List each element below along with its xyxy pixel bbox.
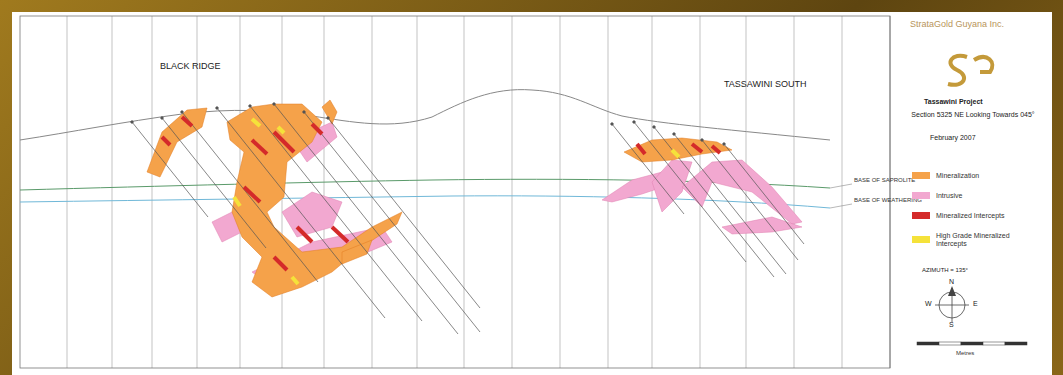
scale-bar — [939, 342, 961, 345]
sheet: StrataGold Guyana Inc. BLACK RIDGE TASSAWI… — [12, 12, 1052, 375]
grid-line — [842, 16, 843, 368]
collar — [653, 126, 656, 129]
company-title: StrataGold Guyana Inc. — [910, 20, 1004, 30]
legend-row: Mineralization — [912, 172, 1026, 180]
drill-hole — [274, 104, 458, 334]
drill-hole — [304, 112, 480, 332]
project-name: Tassawini Project — [924, 98, 983, 106]
collar — [131, 121, 134, 124]
scale-bar — [1005, 342, 1027, 345]
area-label: BLACK RIDGE — [160, 62, 221, 72]
collar — [216, 107, 219, 110]
grid-line — [464, 16, 465, 368]
legend-text: High Grade Mineralized Intercepts — [936, 232, 1026, 247]
collar — [327, 117, 330, 120]
legend-text: Intrusive — [936, 192, 1026, 200]
legend-swatch — [912, 192, 930, 199]
grid-line — [152, 16, 153, 368]
collar — [723, 143, 726, 146]
compass-letter: N — [949, 278, 954, 286]
drill-hole — [182, 112, 318, 282]
area-label: TASSAWINI SOUTH — [724, 80, 807, 90]
collar — [161, 117, 164, 120]
scale-bar — [961, 342, 983, 345]
grid-line — [112, 16, 113, 368]
legend-swatch — [912, 236, 930, 243]
drill-hole — [654, 127, 774, 277]
compass-letter: E — [973, 300, 978, 308]
drill-hole — [612, 124, 684, 214]
collar — [303, 111, 306, 114]
collar — [611, 123, 614, 126]
collar — [701, 139, 704, 142]
legend-text: Mineralization — [936, 172, 1026, 180]
scale-bar — [917, 342, 939, 345]
drill-hole — [217, 108, 385, 318]
drill-hole — [702, 140, 798, 260]
legend-swatch — [912, 212, 930, 219]
drill-hole — [674, 134, 786, 274]
compass-letter: S — [949, 321, 954, 329]
grid-line — [560, 16, 561, 368]
drill-hole — [250, 106, 422, 321]
legend-row: Intrusive — [912, 192, 1026, 200]
collar — [249, 105, 252, 108]
grid-line — [324, 16, 325, 368]
drill-hole — [132, 122, 208, 217]
drill-hole — [634, 122, 746, 262]
grid-line — [794, 16, 795, 368]
drill-hole — [724, 144, 804, 244]
section-label: Section 5325 NE Looking Towards 045° — [908, 111, 1038, 119]
line-label: BASE OF SAPROLITE — [854, 177, 915, 184]
scale-bar — [983, 342, 1005, 345]
collar — [633, 121, 636, 124]
legend-text: Mineralized Intercepts — [936, 212, 1026, 220]
grid-line — [67, 16, 68, 368]
grid-line — [372, 16, 373, 368]
drill-hole — [328, 118, 480, 308]
grid-line — [746, 16, 747, 368]
legend-row: High Grade Mineralized Intercepts — [912, 232, 1026, 247]
grid-line — [652, 16, 653, 368]
compass-letter: W — [925, 300, 932, 308]
drill-hole — [162, 118, 266, 248]
collar — [181, 111, 184, 114]
grid-line — [608, 16, 609, 368]
date-label: February 2007 — [930, 134, 976, 142]
collar — [273, 103, 276, 106]
legend-swatch — [912, 172, 930, 179]
collar — [673, 133, 676, 136]
legend-row: Mineralized Intercepts — [912, 212, 1026, 220]
scale-label: Metres — [956, 350, 974, 357]
azimuth-label: AZIMUTH = 135° — [922, 267, 968, 274]
grid-line — [512, 16, 513, 368]
